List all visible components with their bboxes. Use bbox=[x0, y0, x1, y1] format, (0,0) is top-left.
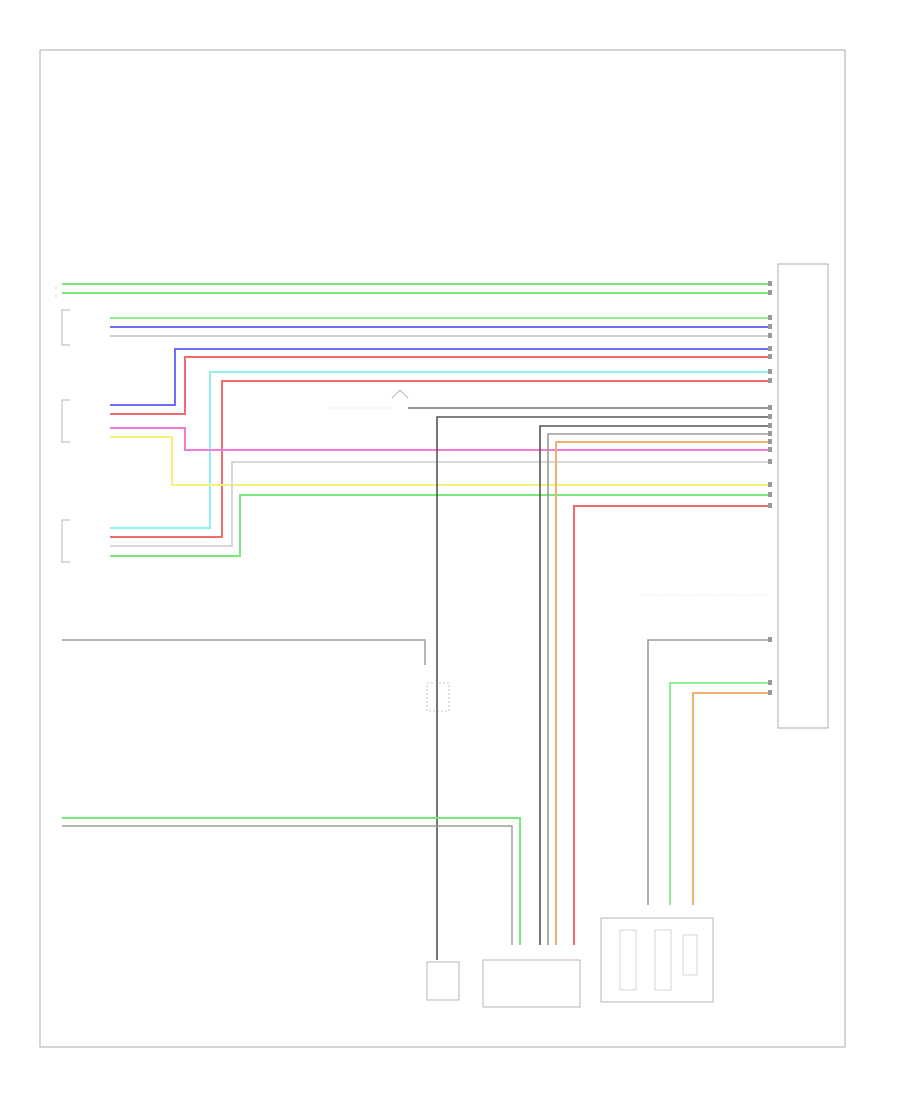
buckle-switch bbox=[61, 519, 70, 563]
wire-w17 bbox=[573, 505, 768, 945]
wire-w20 bbox=[692, 692, 768, 905]
wire-w16 bbox=[110, 494, 768, 557]
wire-left-splice bbox=[62, 639, 521, 945]
wire-bundle-vertical bbox=[436, 416, 768, 960]
left-edge-markers bbox=[55, 287, 57, 297]
wire-bundle-mid bbox=[110, 348, 768, 557]
wire-w6 bbox=[110, 348, 768, 406]
wire-bundle-right bbox=[640, 594, 768, 905]
lower-left-splice bbox=[426, 682, 450, 712]
diagram-frame bbox=[39, 49, 846, 1048]
lower-middle-device bbox=[482, 959, 581, 1008]
lower-right-device bbox=[600, 917, 714, 1003]
wire-w18 bbox=[647, 639, 768, 905]
wire-w10 bbox=[547, 433, 768, 945]
wire-w15 bbox=[110, 436, 768, 486]
wire-w9 bbox=[110, 380, 768, 538]
wire-w11 bbox=[436, 416, 768, 960]
seat-sensor bbox=[61, 399, 70, 443]
wire-w5 bbox=[110, 461, 768, 547]
wire-w19 bbox=[669, 682, 768, 905]
lower-left-device bbox=[426, 961, 460, 1001]
wire-bundle-top bbox=[62, 283, 768, 294]
connector-block bbox=[777, 263, 829, 729]
connector-pins bbox=[768, 281, 772, 695]
left-module bbox=[61, 309, 768, 346]
ground-point bbox=[330, 389, 768, 409]
wire-w12 bbox=[539, 425, 768, 945]
wire-w13 bbox=[555, 441, 768, 945]
wire-w7 bbox=[110, 356, 768, 415]
wire-w14 bbox=[110, 427, 768, 451]
